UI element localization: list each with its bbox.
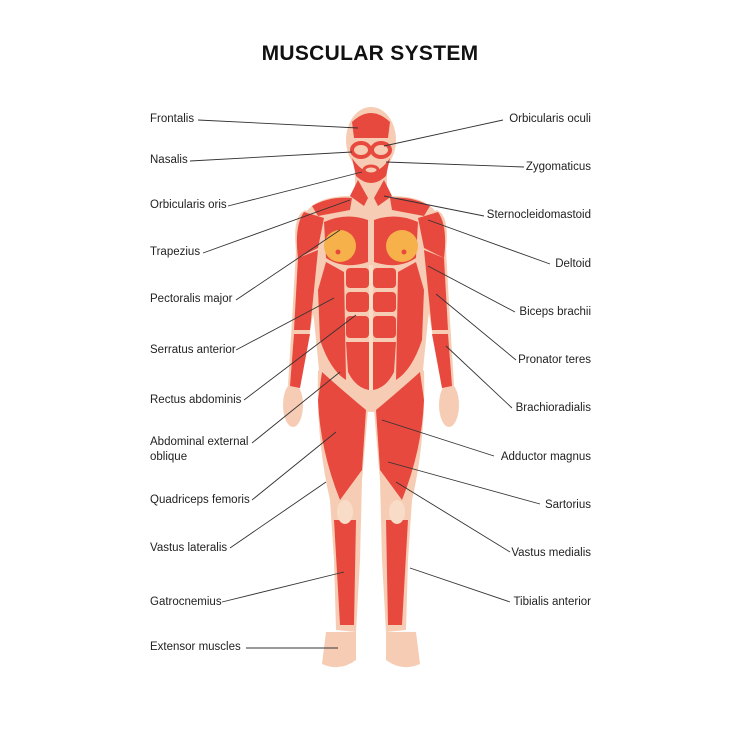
breasts [324,230,418,262]
label-deltoid: Deltoid [555,258,591,270]
label-serratus-anterior: Serratus anterior [150,344,236,356]
label-brachioradialis: Brachioradialis [515,402,591,414]
label-pronator-teres: Pronator teres [518,354,591,366]
label-frontalis: Frontalis [150,113,195,125]
label-trapezius: Trapezius [150,246,201,258]
label-abdominal-external-oblique: Abdominal external oblique [150,435,248,465]
label-quadriceps-femoris: Quadriceps femoris [150,494,250,506]
label-sartorius: Sartorius [544,499,591,511]
label-biceps-brachii: Biceps brachii [519,306,591,318]
label-sternocleidomastoid: Sternocleidomastoid [486,209,591,221]
label-orbicularis-oculi: Orbicularis oculi [509,113,591,125]
label-nasalis: Nasalis [150,154,188,166]
label-adductor-magnus: Adductor magnus [500,451,591,463]
label-abdominal-external-oblique-line1: Abdominal external [150,436,249,448]
label-pectoralis-major: Pectoralis major [150,293,233,305]
label-orbicularis-oris: Orbicularis oris [150,199,227,211]
label-gatrocnemius: Gatrocnemius [150,596,222,608]
label-tibialis-anterior: Tibialis anterior [513,596,591,608]
label-rectus-abdominis: Rectus abdominis [150,394,242,406]
tendon-highlights [337,265,405,524]
label-vastus-medialis: Vastus medialis [511,547,591,559]
label-vastus-lateralis: Vastus lateralis [150,542,228,554]
leader-lines [189,119,551,649]
label-extensor-muscles: Extensor muscles [150,641,241,653]
label-zygomaticus: Zygomaticus [525,161,591,173]
label-abdominal-external-oblique-line2: oblique [150,451,188,463]
page-title: MUSCULAR SYSTEM [261,42,479,65]
